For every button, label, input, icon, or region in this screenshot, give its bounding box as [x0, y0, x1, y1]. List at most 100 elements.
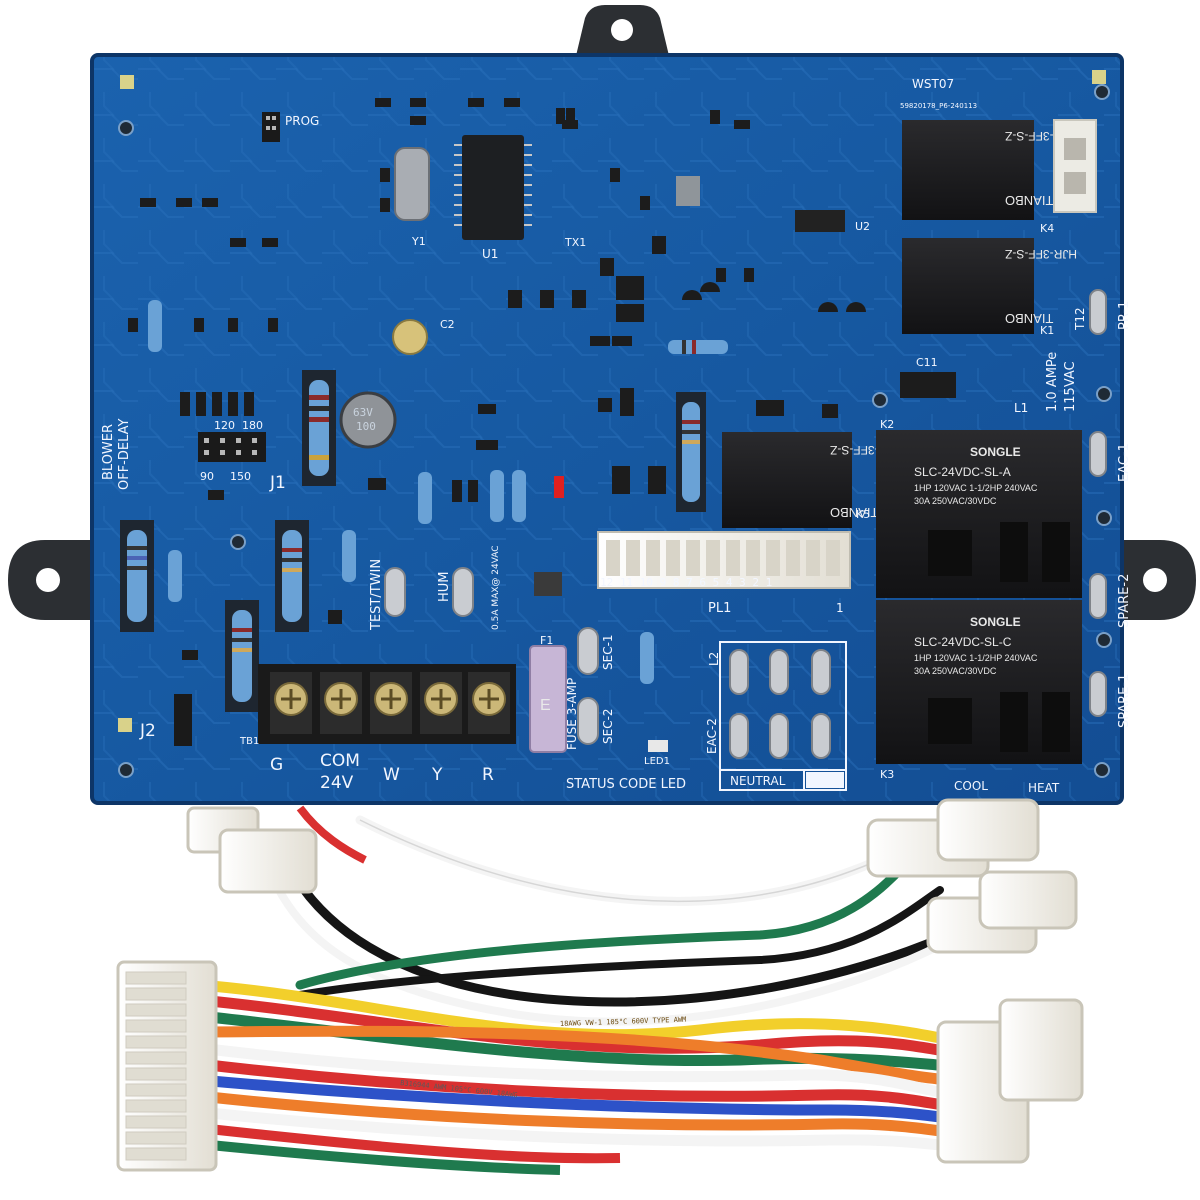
terminal-r: R — [482, 765, 494, 785]
delay-150: 150 — [230, 470, 251, 483]
blower-label-2: OFF-DELAY — [117, 418, 132, 490]
c11-label: C11 — [916, 356, 938, 369]
wire-red-short — [296, 805, 367, 864]
small-connector-upper-left — [186, 806, 318, 894]
harness-connector-right — [936, 998, 1084, 1164]
mounting-hole-top — [611, 19, 633, 41]
blw-label: BLW — [810, 774, 836, 788]
wire-blue — [199, 1074, 951, 1124]
wire-red-3 — [199, 1123, 621, 1164]
rating-label-1: 1.0 AMPe — [1045, 352, 1060, 412]
c7-value: 100 — [356, 420, 376, 433]
l2-label: L2 — [707, 652, 721, 666]
eac2-label: EAC-2 — [705, 718, 719, 754]
resistor-r8 — [225, 600, 259, 712]
prog-label: PROG — [285, 114, 319, 128]
spade-terminals-right — [1089, 289, 1107, 717]
wire-white-2 — [199, 1106, 951, 1152]
fiducial — [118, 718, 132, 732]
delay-180: 180 — [242, 419, 263, 432]
sec2-label: SEC-2 — [601, 708, 615, 744]
pr1-label: PR-1 — [1117, 301, 1132, 330]
wire-green-2 — [199, 1139, 561, 1175]
relay-k5-label: K5 — [856, 508, 870, 521]
relay-k2-brand: SONGLE — [970, 445, 1021, 459]
wire-red-2 — [199, 1058, 951, 1112]
cool-label: COOL — [954, 779, 988, 793]
resistor-small-group — [148, 300, 654, 684]
tb1-label: TB1 — [239, 736, 259, 747]
j2-label: J2 — [139, 721, 156, 741]
relay-k4-label: K4 — [1040, 222, 1054, 235]
model-label: WST07 — [912, 77, 954, 91]
status-code-led-label: STATUS CODE LED — [566, 777, 686, 792]
relay-k3: SONGLE SLC-24VDC-SL-C 1HP 120VAC 1-1/2HP… — [876, 600, 1082, 781]
pcb-edge — [90, 53, 1124, 805]
small-connector-mid-right — [926, 870, 1078, 954]
terminal-w: W — [383, 765, 400, 785]
relay-k1-brand: TIANBO — [1005, 311, 1053, 326]
fiducial — [1092, 70, 1106, 84]
power-connector-pl2 — [1053, 119, 1097, 213]
blower-delay-jumper: 120 180 90 150 J1 — [198, 419, 286, 493]
resistor-r5 — [668, 340, 728, 354]
relay-k5: HJR-3FF-S-Z TIANBO K5 — [722, 432, 902, 528]
wire-white-loop — [266, 868, 964, 1026]
screw-holes — [118, 84, 1112, 778]
relay-k3-rating-2: 30A 250VAC/30VDC — [914, 666, 997, 676]
pcb-traces — [92, 55, 1122, 803]
wire-black-harness — [296, 886, 944, 999]
mounting-hole-left — [36, 568, 60, 592]
fuse-f1: E FUSE 3-AMP F1 — [529, 634, 579, 753]
terminal-com: COM — [320, 751, 360, 771]
terminal-g: G — [270, 755, 283, 775]
hum-label: HUM — [437, 571, 452, 602]
resistor-r1 — [302, 370, 336, 486]
wire-harness: B316944 AWM 105°C 600V 18AWG 18AWG VW-1 … — [116, 798, 1084, 1175]
l1-label: L1 — [1014, 401, 1028, 415]
relay-k2-rating-1: 1HP 120VAC 1-1/2HP 240VAC — [914, 483, 1038, 493]
led1-label: LED1 — [644, 756, 670, 767]
relay-k1: HJR-3FF-S-Z TIANBO K1 — [902, 238, 1077, 337]
tx1-label: TX1 — [564, 236, 586, 249]
jumper-j2: J2 — [139, 694, 192, 746]
small-connector-upper-right — [866, 798, 1040, 878]
resistor-r59 — [275, 520, 309, 632]
blower-label-1: BLOWER — [101, 424, 116, 480]
part-number-label: 59820178_P6-240113 — [900, 102, 977, 110]
terminal-y: Y — [431, 765, 443, 785]
heat-label: HEAT — [1028, 781, 1060, 795]
spare1-label: SPARE-1 — [1117, 674, 1132, 728]
f1-label: F1 — [540, 634, 553, 647]
relay-k3-rating-1: 1HP 120VAC 1-1/2HP 240VAC — [914, 653, 1038, 663]
relay-k3-model: SLC-24VDC-SL-C — [914, 635, 1012, 649]
crystal-y1: Y1 — [394, 147, 430, 248]
terminal-24v: 24V — [320, 773, 354, 793]
wire-orange — [199, 1025, 951, 1086]
pl1-label: PL1 — [708, 601, 731, 616]
transistors — [682, 282, 866, 312]
c2-label: C2 — [440, 318, 455, 331]
wire-green-harness — [295, 865, 905, 990]
y1-label: Y1 — [411, 235, 426, 248]
wire-white-bundle — [199, 1042, 951, 1100]
sec1-label: SEC-1 — [601, 634, 615, 670]
status-led: LED1 STATUS CODE LED — [566, 740, 686, 792]
t12-label: T12 — [1073, 307, 1087, 331]
delay-90: 90 — [200, 470, 214, 483]
smd-parts — [128, 98, 956, 660]
u1-label: U1 — [482, 247, 498, 261]
spare2-label: SPARE-2 — [1117, 574, 1132, 628]
pl1-pin-one: 1 — [836, 601, 844, 615]
relay-k5-brand: TIANBO — [830, 505, 878, 520]
mounting-hole-right — [1143, 568, 1167, 592]
capacitor-c8 — [676, 176, 700, 206]
resistors-power — [120, 300, 728, 712]
hum-rating-label: 0.5A MAX@ 24VAC — [491, 545, 501, 630]
relay-k3-label: K3 — [880, 768, 894, 781]
relay-k2: SONGLE SLC-24VDC-SL-A 1HP 120VAC 1-1/2HP… — [876, 418, 1082, 598]
connector-pl1: 12 11 10 9 8 7 6 5 4 3 2 1 PL1 1 — [597, 531, 851, 616]
prog-header: PROG — [262, 112, 319, 142]
neutral-label: NEUTRAL — [730, 774, 786, 788]
